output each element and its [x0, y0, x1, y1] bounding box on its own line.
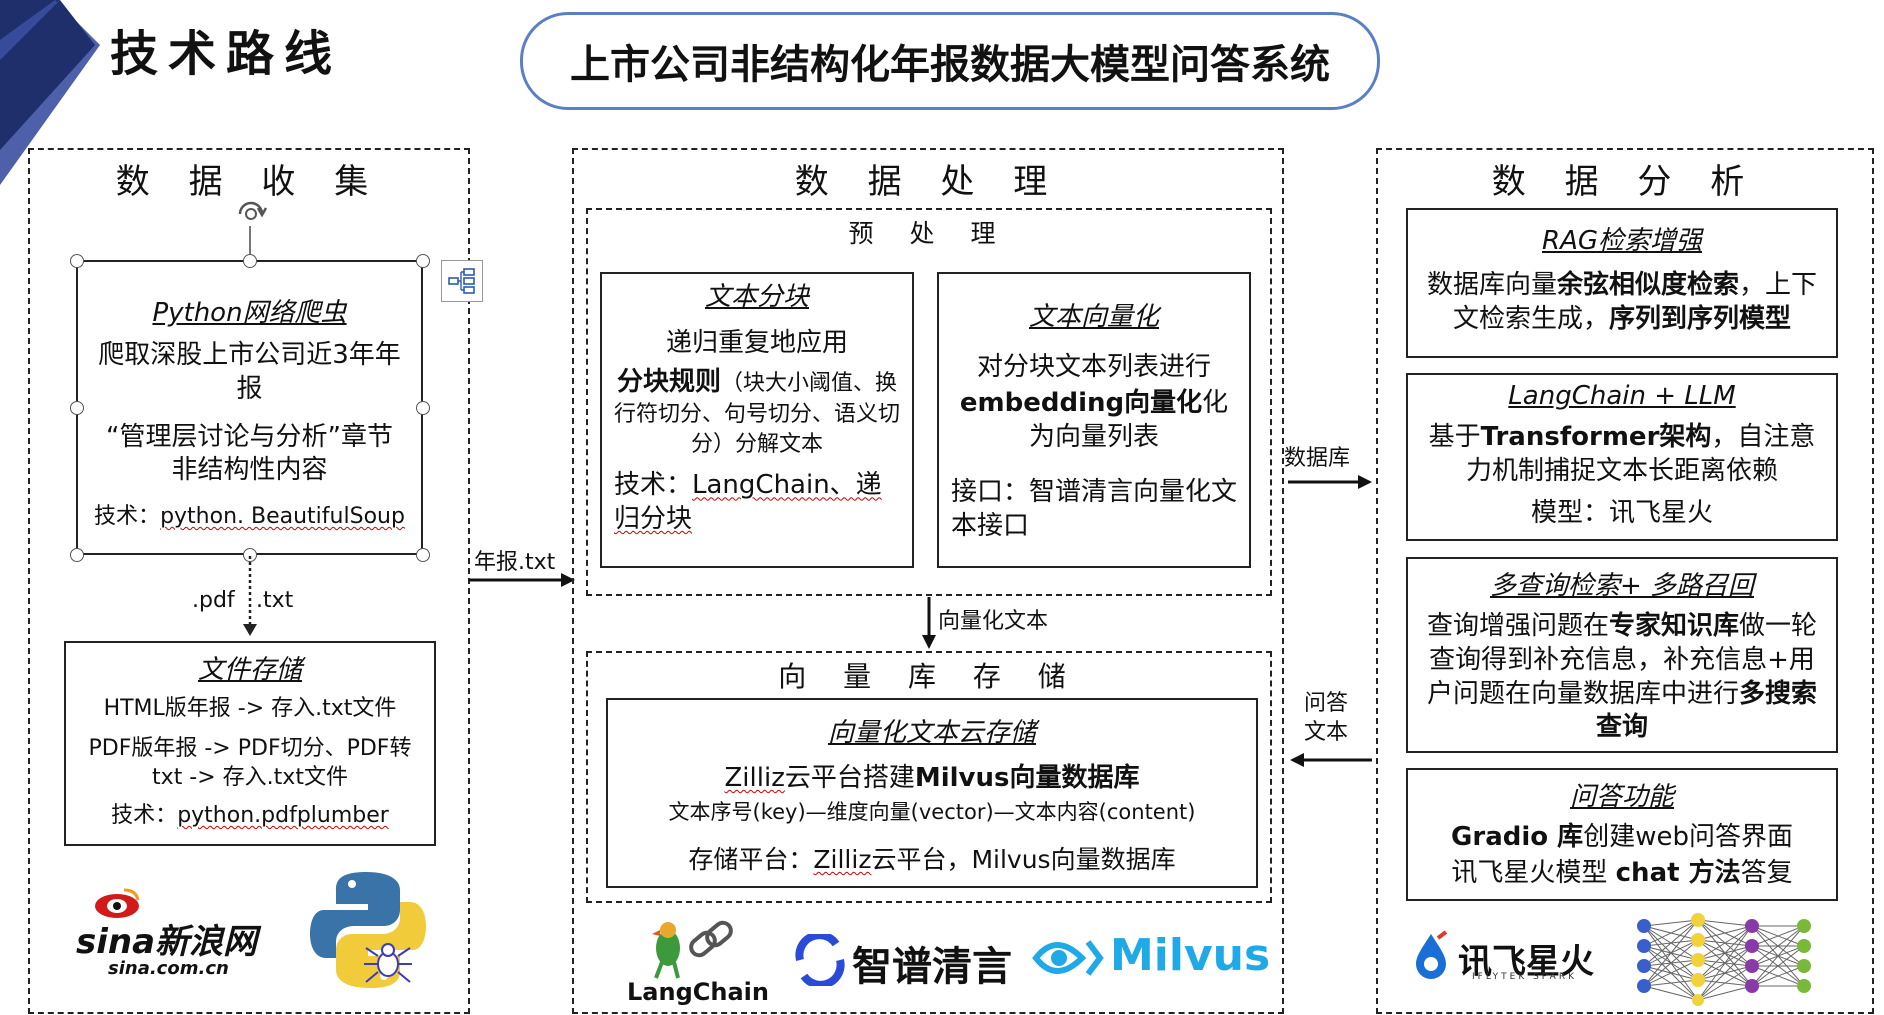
- llm-model: 模型：讯飞星火: [1530, 497, 1713, 528]
- crawler-heading: Python网络爬虫: [152, 298, 347, 328]
- edge-label-pdf: .pdf: [192, 588, 235, 613]
- text-vector-api: 接口：智谱清言向量化文本接口: [951, 477, 1238, 542]
- selection-handle[interactable]: [243, 548, 257, 562]
- text-split-card: 文本分块 递归重复地应用 分块规则（块大小阈值、换行符切分、句号切分、语义切分）…: [600, 272, 914, 568]
- system-title-box: 上市公司非结构化年报数据大模型问答系统: [520, 12, 1380, 110]
- edge-label-txt: .txt: [256, 588, 294, 613]
- process-to-analysis-arrow: [1288, 475, 1372, 489]
- vector-store-panel: 向 量 库 存 储: [586, 651, 1272, 903]
- zhipu-logo-icon: [795, 934, 845, 986]
- storage-heading: 文件存储: [197, 655, 302, 685]
- llm-text: 基于Transformer架构，自注意力机制捕捉文本长距离依赖: [1428, 422, 1816, 486]
- storage-card: 文件存储 HTML版年报 -> 存入.txt文件 PDF版年报 -> PDF切分…: [64, 641, 436, 846]
- system-title: 上市公司非结构化年报数据大模型问答系统: [570, 42, 1330, 88]
- selection-handle[interactable]: [416, 548, 430, 562]
- vector-store-title: 向 量 库 存 储: [778, 660, 1080, 693]
- analysis-title: 数 据 分 析: [1491, 162, 1759, 202]
- milvus-logo-icon: [1032, 940, 1104, 976]
- page-title: 技术路线: [110, 26, 343, 82]
- qa-heading: 问答功能: [1569, 782, 1674, 812]
- storage-line1: HTML版年报 -> 存入.txt文件: [103, 696, 397, 721]
- collect-title: 数 据 收 集: [115, 162, 383, 202]
- qa-card: 问答功能 Gradio 库创建web问答界面 讯飞星火模型 chat 方法答复: [1406, 768, 1838, 901]
- pre-to-store-arrow: [922, 597, 936, 649]
- text-split-line2: 分块规则（块大小阈值、换行符切分、句号切分、语义切分）分解文本: [613, 366, 900, 457]
- rag-heading: RAG检索增强: [1542, 226, 1702, 256]
- crawler-tech: 技术：python. BeautifulSoup: [94, 504, 405, 530]
- arrow-label-database: 数据库: [1284, 446, 1351, 471]
- rag-text: 数据库向量余弦相似度检索，上下文检索生成，序列到序列模型: [1426, 270, 1818, 334]
- iflytek-logo-icon: [1416, 930, 1448, 979]
- preprocess-panel: 预 处 理: [586, 208, 1272, 596]
- layout-options-icon[interactable]: [441, 260, 483, 302]
- text-split-tech: 技术：LangChain、递归分块: [614, 470, 882, 535]
- sina-eye-icon: [95, 888, 140, 918]
- text-vector-card: 文本向量化 对分块文本列表进行 embedding向量化化为向量列表 接口：智谱…: [937, 272, 1251, 568]
- multi-query-text: 查询增强问题在专家知识库做一轮查询得到补充信息，补充信息+用户问题在向量数据库中…: [1426, 611, 1818, 743]
- selection-handle[interactable]: [243, 254, 257, 268]
- crawler-to-storage-arrow: [243, 556, 257, 636]
- collect-to-process-arrow: [469, 573, 575, 587]
- corner-decoration: [0, 0, 100, 185]
- arrow-label-qa-text: 问答文本: [1304, 691, 1349, 745]
- multi-query-card: 多查询检索+ 多路召回 查询增强问题在专家知识库做一轮查询得到补充信息，补充信息…: [1406, 557, 1838, 753]
- langchain-logo-icon: [652, 920, 733, 979]
- crawler-line2: “管理层讨论与分析”章节非结构性内容: [106, 421, 393, 486]
- selection-handle[interactable]: [70, 548, 84, 562]
- python-logo-icon: [310, 872, 426, 988]
- cloud-storage-card: 向量化文本云存储 Zilliz云平台搭建Milvus向量数据库 文本序号(key…: [606, 698, 1258, 888]
- sina-logo: sina新浪网: [76, 922, 258, 962]
- process-panel: 数 据 处 理: [572, 148, 1284, 1014]
- crawler-line1: 爬取深股上市公司近3年年报: [98, 340, 401, 404]
- iflytek-logo: 讯飞星火: [1458, 942, 1594, 982]
- cloud-storage-heading: 向量化文本云存储: [827, 718, 1036, 748]
- llm-card: LangChain + LLM 基于Transformer架构，自注意力机制捕捉…: [1406, 373, 1838, 541]
- qa-line2: 讯飞星火模型 chat 方法答复: [1451, 857, 1793, 888]
- langchain-logo: LangChain: [627, 978, 769, 1006]
- text-split-heading: 文本分块: [704, 282, 809, 312]
- mid-arrow-label: 向量化文本: [938, 609, 1049, 634]
- storage-tech: 技术：python.pdfplumber: [111, 803, 389, 829]
- selection-handle[interactable]: [70, 401, 84, 415]
- selection-handle[interactable]: [416, 401, 430, 415]
- selection-handle[interactable]: [70, 254, 84, 268]
- text-vector-line1: 对分块文本列表进行: [976, 352, 1211, 382]
- analysis-panel: 数 据 分 析: [1376, 148, 1874, 1014]
- milvus-logo: Milvus: [1110, 930, 1271, 981]
- rag-card: RAG检索增强 数据库向量余弦相似度检索，上下文检索生成，序列到序列模型: [1406, 208, 1838, 358]
- rotate-handle-icon[interactable]: [232, 196, 270, 226]
- text-vector-heading: 文本向量化: [1028, 302, 1159, 332]
- zhipu-logo: 智谱清言: [852, 944, 1012, 990]
- cloud-storage-line2: 文本序号(key)—维度向量(vector)—文本内容(content): [668, 800, 1196, 824]
- text-split-line1: 递归重复地应用: [665, 328, 848, 358]
- sina-logo-sub: sina.com.cn: [108, 958, 229, 979]
- cloud-storage-line1: Zilliz云平台搭建Milvus向量数据库: [724, 763, 1140, 793]
- preprocess-title: 预 处 理: [848, 219, 1010, 248]
- cloud-storage-line3: 存储平台：Zilliz云平台，Milvus向量数据库: [688, 845, 1176, 874]
- qa-line1: Gradio 库创建web问答界面: [1451, 822, 1793, 852]
- crawler-card[interactable]: Python网络爬虫 爬取深股上市公司近3年年报 “管理层讨论与分析”章节非结构…: [76, 260, 423, 555]
- llm-heading: LangChain + LLM: [1508, 381, 1736, 411]
- multi-query-heading: 多查询检索+ 多路召回: [1489, 571, 1755, 601]
- arrow-label-report-txt: 年报.txt: [474, 550, 556, 575]
- selection-handle[interactable]: [416, 254, 430, 268]
- iflytek-logo-sub: IFLYTEK SPARK: [1472, 972, 1577, 982]
- neural-network-icon: [1637, 913, 1811, 1006]
- storage-line2: PDF版年报 -> PDF切分、PDF转txt -> 存入.txt文件: [88, 735, 412, 791]
- process-title: 数 据 处 理: [794, 162, 1062, 202]
- text-vector-line2: embedding向量化化为向量列表: [959, 387, 1229, 452]
- analysis-to-process-arrow: [1290, 753, 1372, 767]
